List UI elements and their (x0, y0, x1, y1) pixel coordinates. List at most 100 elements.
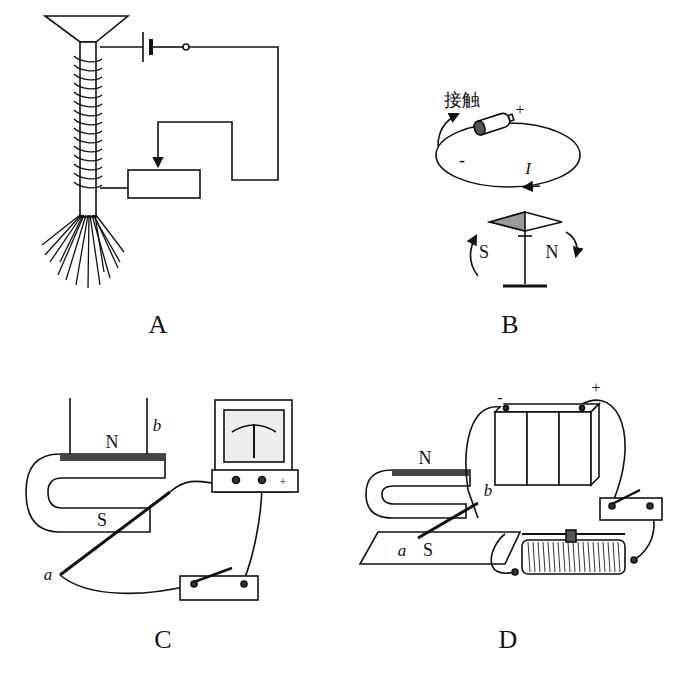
motor-effect-figure-part (600, 498, 662, 520)
rheostat-coil-part (568, 542, 570, 572)
motor-effect-figure-part (566, 530, 576, 542)
electromagnet-figure-part (142, 32, 144, 62)
motor-effect-figure-part (580, 406, 585, 411)
coil-part (74, 65, 102, 71)
motor-effect-figure-part (418, 503, 478, 538)
motor-effect-figure-part-part (559, 412, 591, 485)
rheostat-coil-part (578, 542, 580, 572)
induction-figure-part (69, 398, 71, 454)
rheostat-coil-part (528, 542, 530, 572)
terminal-sign: + (279, 476, 288, 488)
oersted-figure-part (438, 114, 458, 146)
oersted-figure-part (490, 212, 525, 231)
rheostat-coil-part (618, 542, 620, 572)
rheostat-coil-part (603, 542, 605, 572)
induction-figure-part (146, 398, 148, 454)
motor-effect-figure-part (647, 503, 653, 509)
pole-letter: S (96, 511, 108, 529)
iron-filings-part (92, 215, 110, 278)
coil-part (74, 146, 102, 152)
polarity-sign: + (514, 102, 525, 118)
motor-effect-figure-part (522, 540, 625, 574)
iron-filings-part (95, 215, 104, 272)
coil-part (74, 74, 102, 80)
oersted-figure-part (470, 236, 478, 276)
electromagnet-figure-part (100, 187, 128, 189)
rheostat-coil-part (538, 542, 540, 572)
motor-effect-figure-part (504, 406, 509, 411)
oersted-figure (436, 111, 580, 286)
motor-effect-figure-part (495, 404, 599, 485)
pole-letter: S (422, 541, 434, 559)
induction-figure (26, 398, 298, 600)
coil-part (74, 119, 102, 125)
coil-part (74, 155, 102, 161)
contact-note: 接触 (443, 91, 481, 109)
oersted-figure-part (490, 212, 562, 231)
rheostat-coil-part (573, 542, 575, 572)
iron-filings-part (93, 215, 120, 262)
rheostat-coil-part (593, 542, 595, 572)
motor-effect-figure-part (612, 490, 640, 504)
oersted-figure-part-part (473, 120, 487, 136)
electromagnet-figure-part (128, 170, 200, 198)
induction-figure-part (26, 454, 165, 532)
induction-figure-part (60, 454, 165, 461)
rheostat-coil (528, 542, 620, 572)
pole-letter: N (105, 433, 120, 451)
pole-letter: N (545, 243, 560, 261)
rheostat-coil-part (553, 542, 555, 572)
coil-part (74, 173, 102, 179)
motor-effect-figure-part-part (591, 404, 599, 485)
induction-figure-part (259, 477, 266, 484)
figure-caption: A (148, 312, 169, 338)
rheostat-coil-part (563, 542, 565, 572)
motor-effect-figure-part (512, 569, 518, 575)
rheostat-coil-part (533, 542, 535, 572)
figure-caption: B (500, 312, 519, 338)
rheostat-coil-part (613, 542, 615, 572)
oersted-figure-part (503, 285, 547, 288)
electromagnet-figure-part (80, 42, 96, 217)
electromagnet-figure-part (45, 16, 128, 42)
coil-part (74, 164, 102, 170)
motor-effect-figure-part (631, 557, 637, 563)
electromagnet-figure-part (100, 46, 143, 48)
oersted-figure-part (524, 231, 526, 284)
motor-effect-figure-part (392, 470, 470, 476)
induction-figure-part (233, 477, 240, 484)
polarity-sign: - (458, 151, 466, 169)
rheostat-coil-part (558, 542, 560, 572)
electromagnet-figure-part (158, 47, 278, 180)
polarity-sign: - (496, 390, 503, 406)
coil-part (74, 56, 102, 62)
iron-filings-part (58, 215, 84, 275)
motor-effect-figure-part-part (495, 404, 599, 412)
rheostat-coil-part (548, 542, 550, 572)
rheostat-coil-part (598, 542, 600, 572)
oersted-figure-part (524, 186, 540, 187)
pole-letter: S (478, 243, 490, 261)
rheostat-coil-part (543, 542, 545, 572)
rheostat-coil-part (608, 542, 610, 572)
rheostat-coil-part (583, 542, 585, 572)
coil-part (74, 92, 102, 98)
rod-end-letter: a (43, 566, 54, 583)
coil-part (74, 110, 102, 116)
iron-filings-part (42, 215, 80, 245)
electromagnet-figure-part (151, 46, 183, 48)
electromagnet-figure (42, 16, 278, 288)
motor-effect-figure (360, 400, 662, 575)
current-symbol: I (524, 160, 532, 177)
motor-effect-figure-part (366, 470, 470, 518)
figure-caption: D (498, 627, 519, 653)
induction-figure-part (60, 492, 170, 575)
motor-effect-figure-part-part (527, 412, 559, 485)
oersted-figure-part (436, 123, 580, 187)
coil-part (74, 83, 102, 89)
motor-effect-figure-part (491, 534, 515, 573)
coil-part (74, 128, 102, 134)
oersted-figure-part (566, 232, 577, 256)
